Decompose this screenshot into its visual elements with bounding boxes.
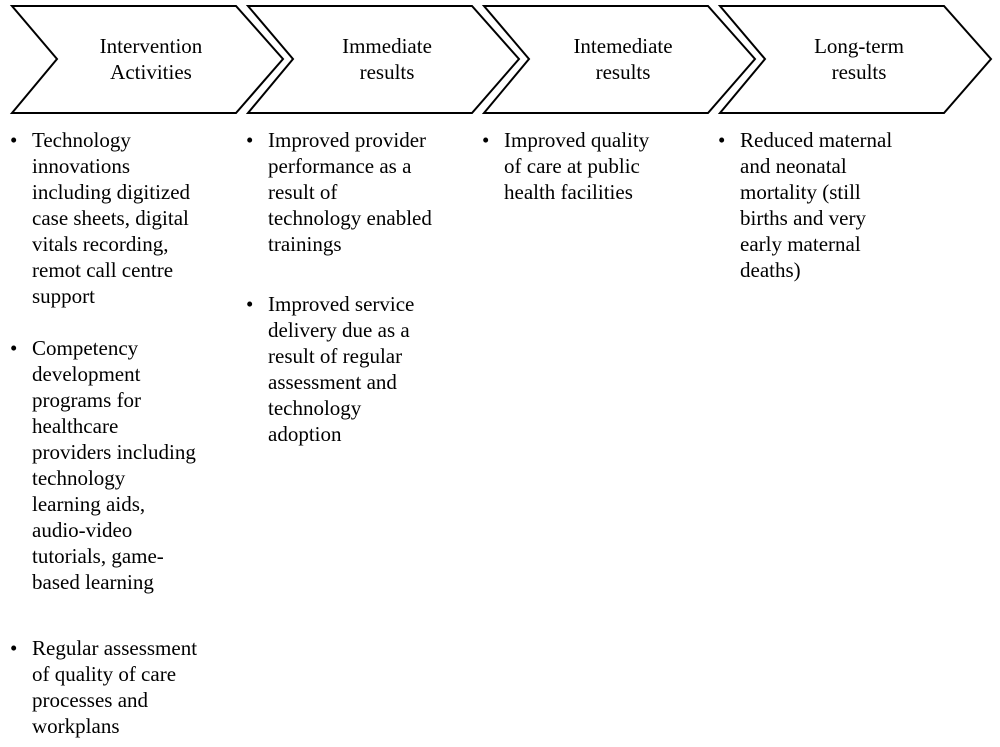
title-line: Immediate [342,34,432,58]
column-immediate-results: Improved provider performance as a resul… [246,127,432,447]
bullet-line: and neonatal [740,154,847,178]
bullet-regular-assessment: Regular assessment of quality of care pr… [10,635,197,739]
stage-chevrons [9,5,993,114]
column-intervention-activities: Technology innovations including digitiz… [10,127,197,739]
column-intermediate-results: Improved quality of care at public healt… [482,127,649,205]
bullet-line: programs for [32,388,142,412]
bullet-line: vitals recording, [32,232,169,256]
bullet-line: Technology [32,128,131,152]
title-line: Activities [110,60,192,84]
bullet-improved-provider-performance: Improved provider performance as a resul… [246,127,432,257]
chevron-intervention-activities [9,5,285,114]
chevron-long-term-results [717,5,993,114]
bullet-line: learning aids, [32,492,146,516]
bullet-line: Regular assessment [32,636,198,660]
bullet-line: tutorials, game- [32,544,164,568]
stage-title-long-term-results: Long-term results [768,33,950,89]
stage-title-immediate-results: Immediate results [296,33,478,89]
bullet-line: case sheets, digital [32,206,189,230]
bullet-line: result of [268,180,338,204]
title-line: Intemediate [573,34,673,58]
bullet-improved-quality-of-care: Improved quality of care at public healt… [482,127,649,205]
bullet-line: remot call centre [32,258,174,282]
title-line: Intervention [99,34,203,58]
bullet-improved-service-delivery: Improved service delivery due as a resul… [246,291,432,447]
bullet-line: workplans [32,714,120,738]
bullet-line: support [32,284,95,308]
bullet-line: development [32,362,141,386]
bullet-line: of quality of care [32,662,177,686]
title-line: Long-term [814,34,904,58]
bullet-line: Reduced maternal [740,128,893,152]
bullet-reduced-mortality: Reduced maternal and neonatal mortality … [718,127,892,283]
chevron-immediate-results [245,5,521,114]
bullet-line: audio-video [32,518,133,542]
bullet-line: performance as a [268,154,412,178]
bullet-line: Improved service [268,292,415,316]
title-line: results [359,60,415,84]
bullet-line: Improved provider [268,128,427,152]
bullet-line: technology [268,396,362,420]
stage-title-intervention-activities: Intervention Activities [60,33,242,89]
bullet-line: adoption [268,422,342,446]
bullet-line: mortality (still [740,180,861,204]
title-line: results [831,60,887,84]
bullet-line: providers including [32,440,196,464]
bullet-line: Improved quality [504,128,650,152]
column-long-term-results: Reduced maternal and neonatal mortality … [718,127,892,283]
chevron-intermediate-results [481,5,757,114]
title-line: results [595,60,651,84]
bullet-line: trainings [268,232,342,256]
bullet-line: including digitized [32,180,191,204]
stage-title-intermediate-results: Intemediate results [532,33,714,89]
bullet-line: of care at public [504,154,640,178]
bullet-line: result of regular [268,344,403,368]
bullet-line: Competency [32,336,139,360]
bullet-competency-development: Competency development programs for heal… [10,335,197,595]
bullet-line: healthcare [32,414,119,438]
bullet-technology-innovations: Technology innovations including digitiz… [10,127,197,309]
bullet-line: delivery due as a [268,318,410,342]
bullet-line: processes and [32,688,149,712]
bullet-line: technology enabled [268,206,432,230]
bullet-line: technology [32,466,126,490]
bullet-line: deaths) [740,258,801,282]
bullet-line: early maternal [740,232,861,256]
bullet-line: health facilities [504,180,633,204]
bullet-line: births and very [740,206,866,230]
bullet-line: innovations [32,154,130,178]
bullet-line: based learning [32,570,154,594]
bullet-line: assessment and [268,370,397,394]
